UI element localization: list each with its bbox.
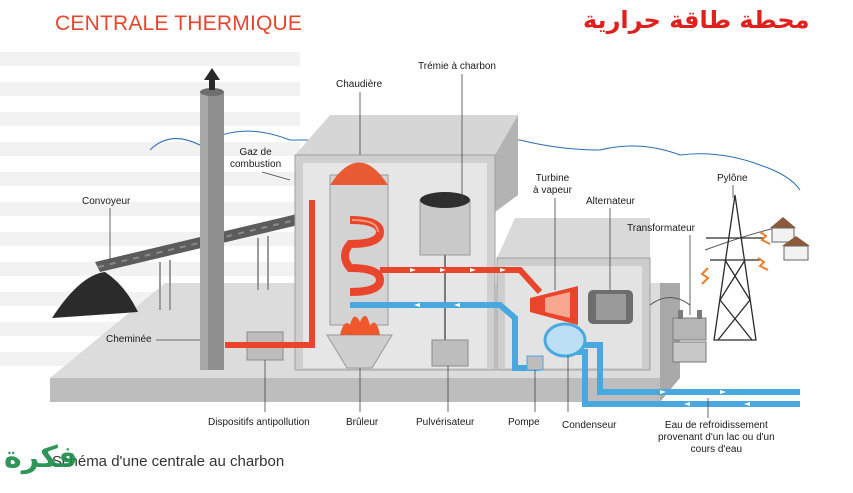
label-condenseur: Condenseur [562,420,617,431]
label-dispositifs: Dispositifs antipollution [208,417,310,428]
steam-coil [341,216,385,296]
pulverizer-box [431,339,469,367]
label-transformateur: Transformateur [627,223,695,234]
coal-hopper [419,192,471,345]
pylon [706,194,764,341]
cooling-water-pipe [580,342,800,395]
water-pipe [350,302,540,371]
title-arabic: محطة طاقة حرارية [583,6,810,34]
leader-lines [109,74,734,418]
label-pompe: Pompe [508,417,540,428]
condenser [543,322,587,358]
houses [770,217,810,261]
label-gaz: Gaz de combustion [230,147,282,170]
label-pylone: Pylône [717,173,748,184]
caption: Schéma d'une centrale au charbon [52,453,285,470]
water-arrows [414,303,750,406]
label-tremie: Trémie à charbon [418,61,496,72]
alternator [588,290,633,324]
boiler [329,162,389,326]
flue-gas-pipe [225,200,315,348]
transformer [672,310,707,363]
electricity-sparks [700,231,771,285]
turbine [530,286,578,325]
watermark-logo: فكرة [4,440,78,475]
coal-pile [52,272,138,318]
label-bruleur: Brûleur [346,417,379,428]
label-pulverisateur: Pulvérisateur [416,417,475,428]
pump-box [526,355,544,371]
title-french: CENTRALE THERMIQUE [55,12,303,35]
label-eau: Eau de refroidissement provenant d'un la… [658,420,775,455]
label-turbine: Turbine à vapeur [533,173,572,196]
label-chaudiere: Chaudière [336,79,383,90]
label-cheminee: Cheminée [106,334,152,345]
steam-pipe [380,267,543,295]
chimney [200,68,224,370]
boiler-building [294,115,518,371]
burner [326,315,393,369]
steam-arrows [410,268,506,272]
label-alternateur: Alternateur [586,196,635,207]
label-convoyeur: Convoyeur [82,196,131,207]
